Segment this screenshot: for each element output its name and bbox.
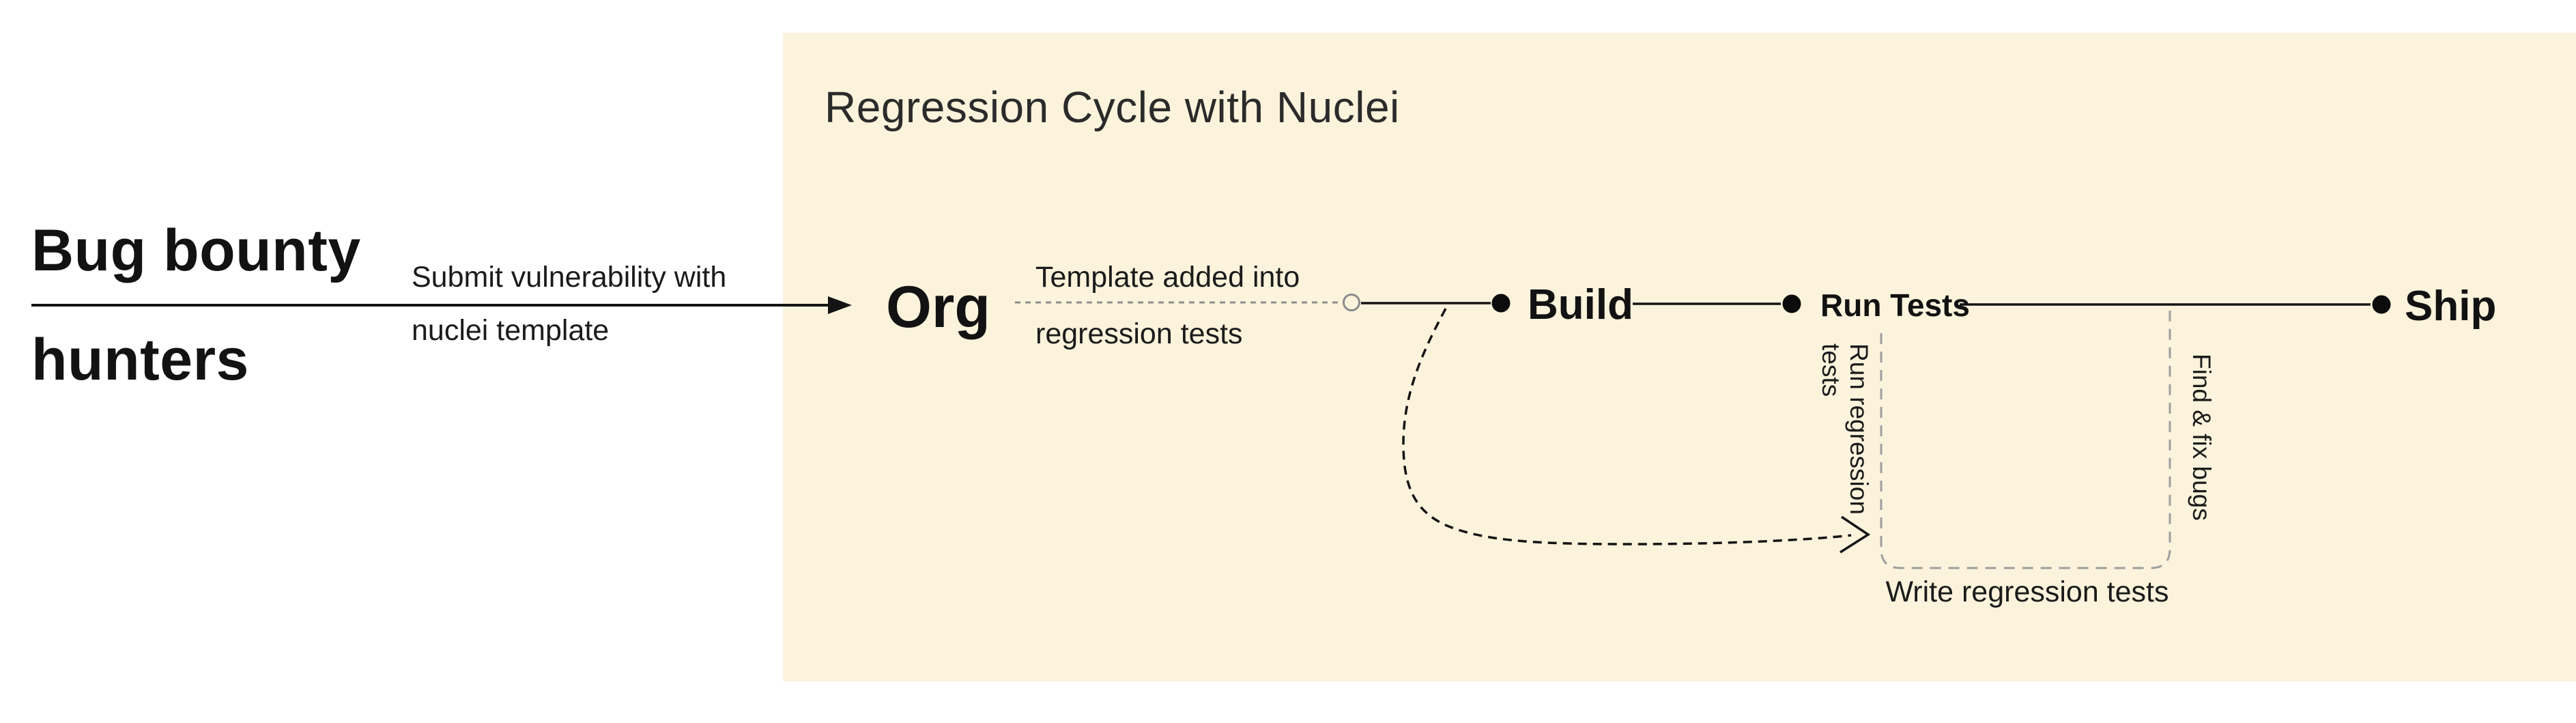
node-label-org: Org (886, 274, 990, 340)
actor-label-line1: Bug bounty (31, 218, 361, 283)
panel-title: Regression Cycle with Nuclei (825, 83, 1400, 132)
template-added-label-line1: Template added into (1035, 261, 1300, 294)
run-regression-vertical-label: Run regression tests (1817, 343, 1873, 515)
submit-arrow-label-line1: Submit vulnerability with (412, 261, 727, 294)
template-added-label-line2: regression tests (1035, 317, 1243, 350)
find-fix-bugs-vertical-label: Find & fix bugs (2188, 354, 2216, 521)
submit-arrow-label-line2: nuclei template (412, 314, 610, 347)
node-label-run-tests: Run Tests (1820, 287, 1970, 323)
node-label-ship: Ship (2405, 283, 2497, 330)
write-regression-label: Write regression tests (1885, 576, 2169, 608)
node-label-build: Build (1528, 281, 1633, 328)
actor-label-line2: hunters (31, 327, 249, 393)
